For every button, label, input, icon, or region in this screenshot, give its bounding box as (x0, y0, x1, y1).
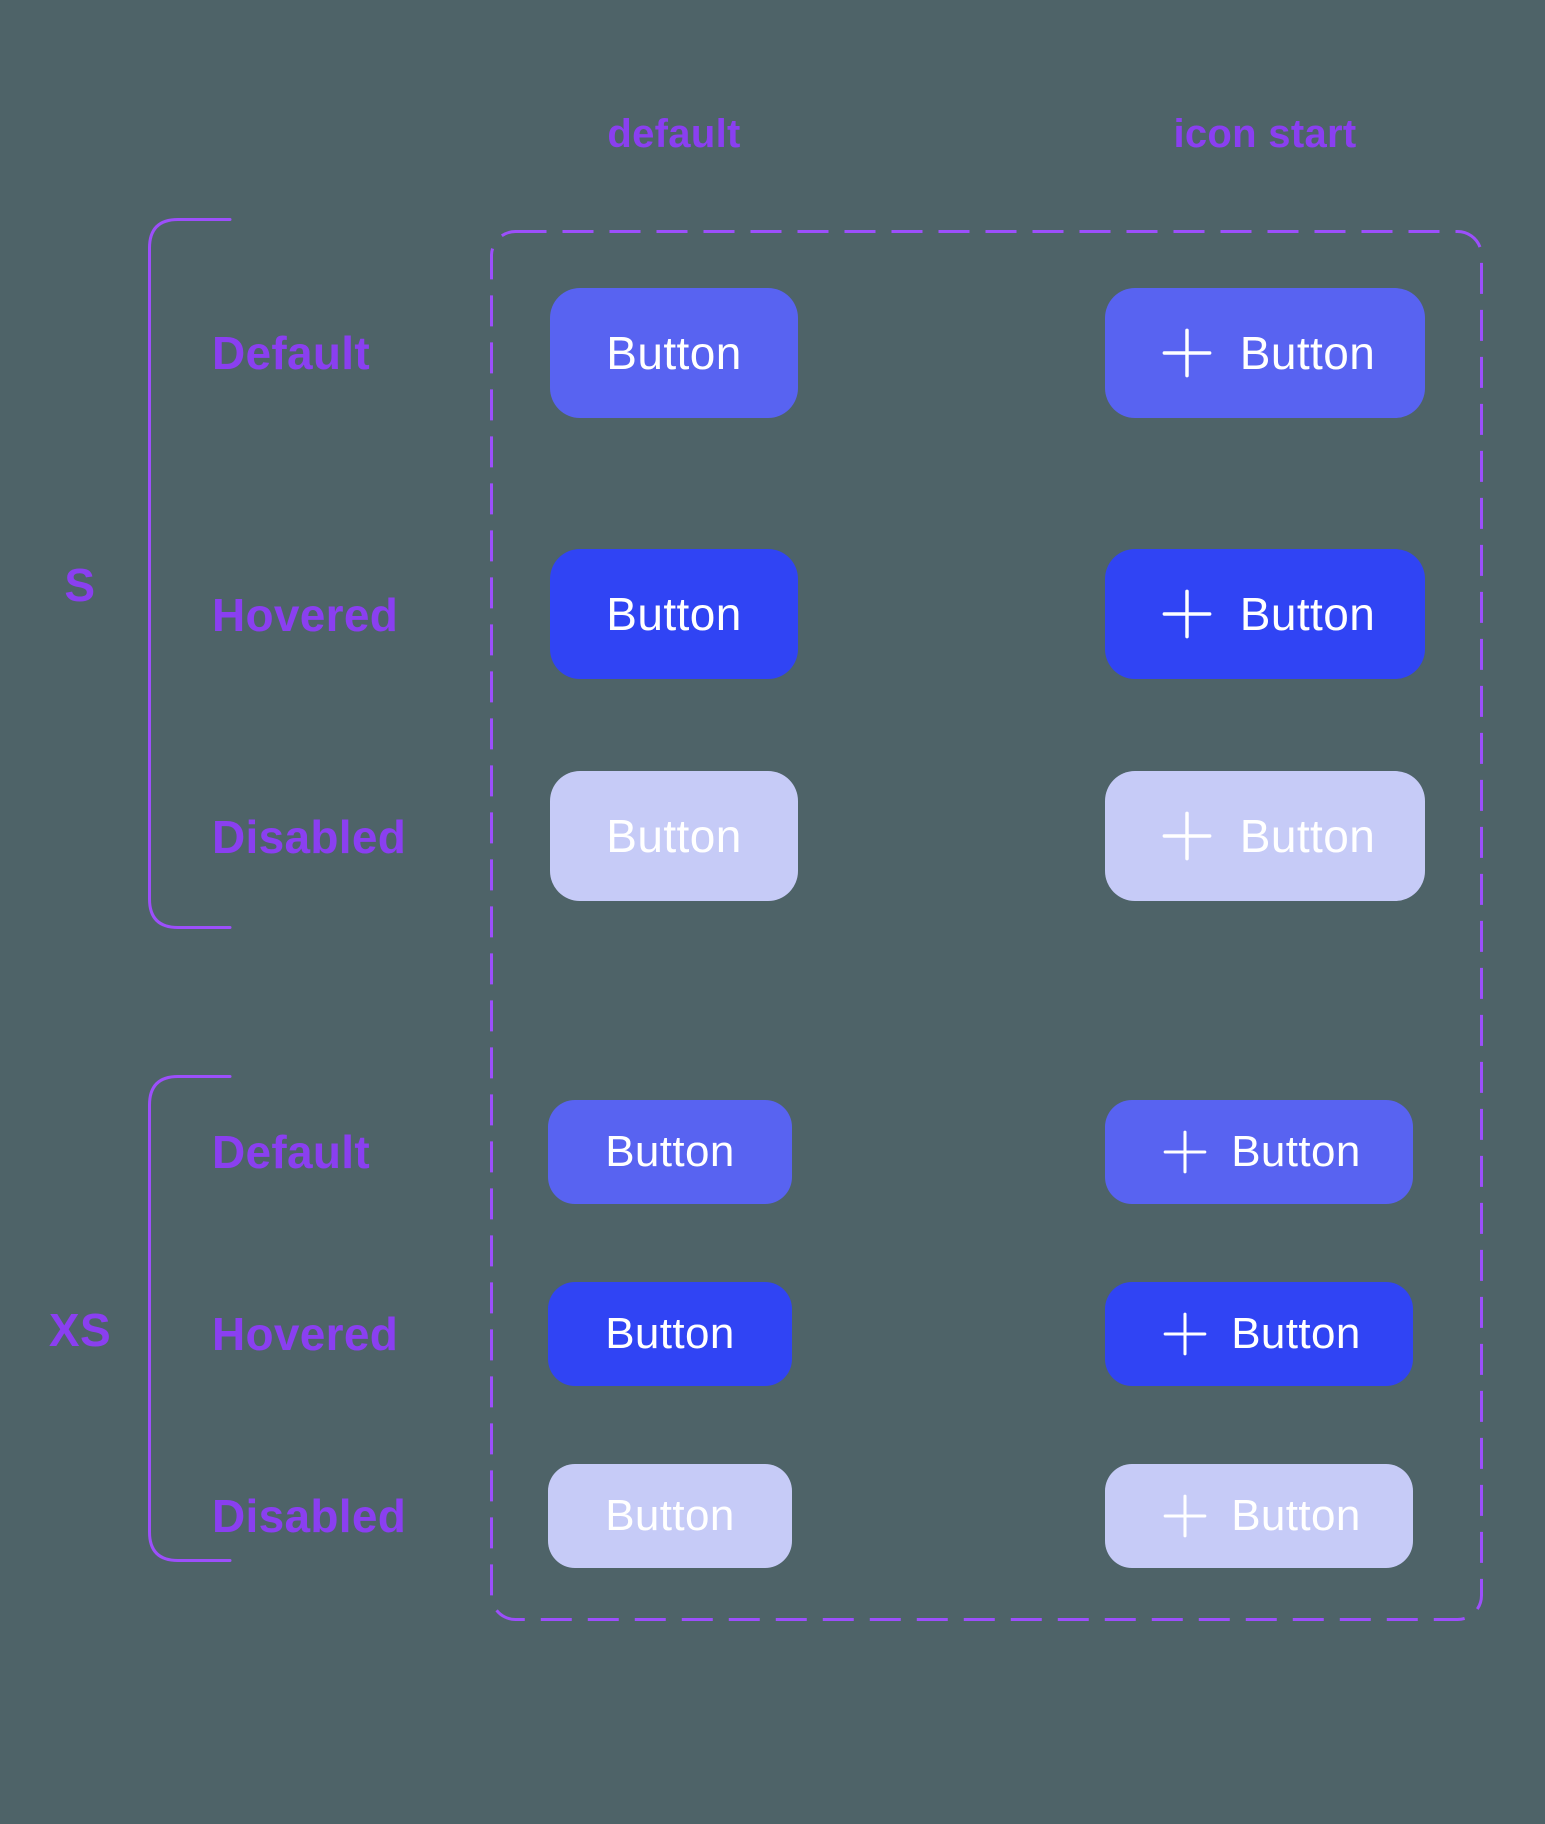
plus-icon (1155, 321, 1219, 385)
plus-icon (1157, 1124, 1213, 1180)
plus-icon (1157, 1306, 1213, 1362)
button-text: Button (605, 1309, 735, 1358)
size-label-s: S (64, 559, 96, 611)
plus-icon (1155, 582, 1219, 646)
button-xs-disabled[interactable]: Button (548, 1464, 792, 1568)
plus-icon (1155, 804, 1219, 868)
button-s-hovered-icon-start[interactable]: Button (1105, 549, 1425, 679)
button-text: Button (606, 327, 742, 379)
row-label-xs-disabled: Disabled (212, 1490, 407, 1542)
button-xs-hovered-icon-start[interactable]: Button (1105, 1282, 1413, 1386)
button-text: Button (605, 1491, 735, 1540)
row-label-s-disabled: Disabled (212, 811, 407, 863)
button-text: Button (1239, 588, 1376, 640)
row-label-xs-hovered: Hovered (212, 1308, 399, 1360)
button-xs-default[interactable]: Button (548, 1100, 792, 1204)
row-label-s-default: Default (212, 327, 371, 379)
button-s-disabled[interactable]: Button (550, 771, 798, 901)
row-label-s-hovered: Hovered (212, 589, 399, 641)
button-s-hovered[interactable]: Button (550, 549, 798, 679)
button-xs-hovered[interactable]: Button (548, 1282, 792, 1386)
button-text: Button (606, 810, 742, 862)
column-header-icon-start: icon start (1173, 112, 1357, 156)
column-header-default: default (607, 112, 741, 156)
variants-frame-border (490, 230, 1483, 1621)
button-text: Button (1239, 810, 1376, 862)
button-s-default[interactable]: Button (550, 288, 798, 418)
button-xs-disabled-icon-start[interactable]: Button (1105, 1464, 1413, 1568)
button-xs-default-icon-start[interactable]: Button (1105, 1100, 1413, 1204)
plus-icon (1157, 1488, 1213, 1544)
row-label-xs-default: Default (212, 1126, 371, 1178)
button-text: Button (606, 588, 742, 640)
size-label-xs: XS (48, 1304, 112, 1356)
button-text: Button (1231, 1127, 1361, 1176)
button-text: Button (1231, 1309, 1361, 1358)
button-s-disabled-icon-start[interactable]: Button (1105, 771, 1425, 901)
button-text: Button (605, 1127, 735, 1176)
button-text: Button (1239, 327, 1376, 379)
button-s-default-icon-start[interactable]: Button (1105, 288, 1425, 418)
button-text: Button (1231, 1491, 1361, 1540)
